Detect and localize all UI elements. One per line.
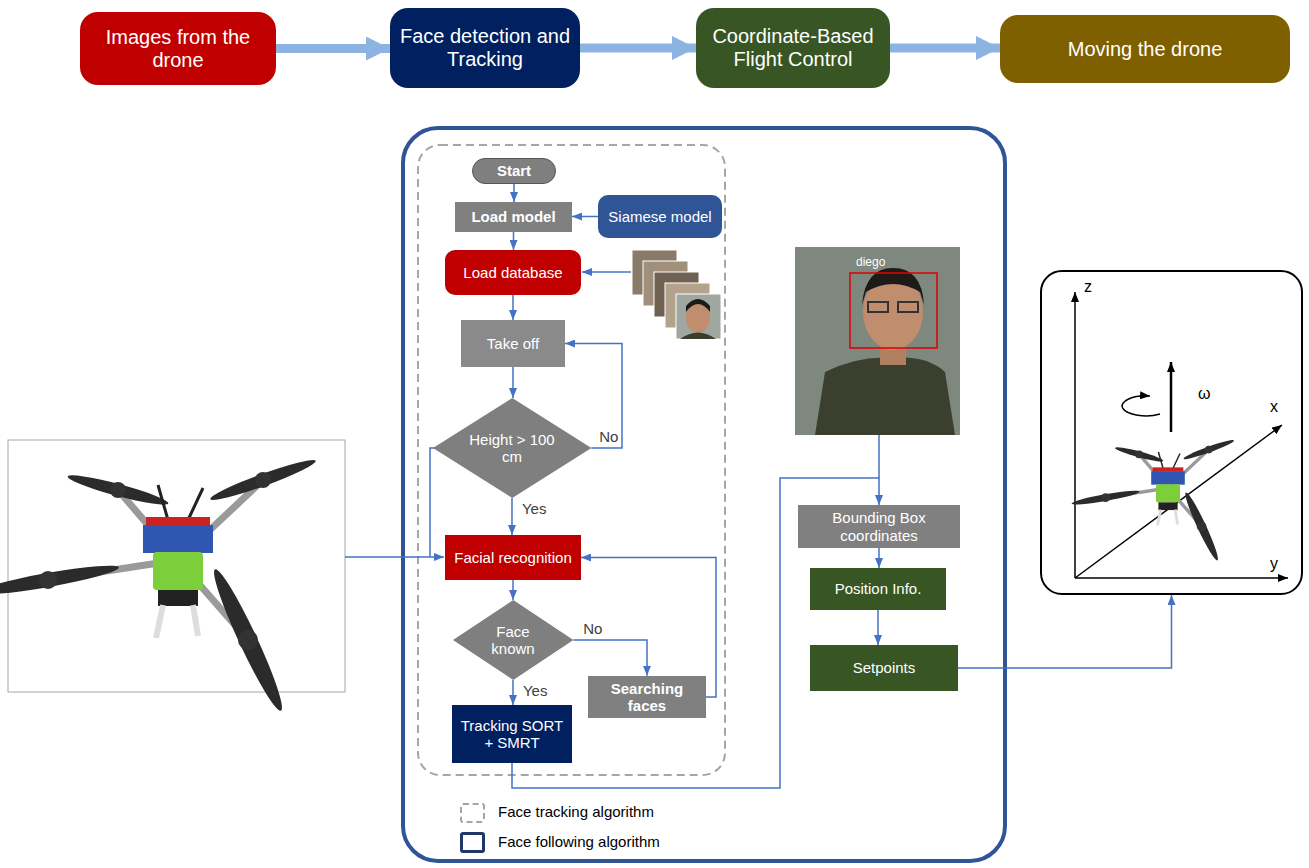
process-box: Setpoints [810,645,958,691]
decision-diamond: Height > 100 cm [433,398,591,498]
axes-figure [1071,292,1288,578]
legend-swatch [460,803,485,823]
flow-arrow [513,184,515,202]
axis-label: ω [1198,385,1211,403]
flow-arrow [878,548,880,568]
node-text: Bounding Box coordinates [806,509,952,544]
flow-arrow [573,640,647,676]
process-box: Tracking SORT + SMRT [452,705,572,763]
stage-arrow [276,44,390,53]
stage-arrow [890,44,1000,53]
edge-label: No [581,620,604,637]
model-box: Siamese model [598,195,722,238]
node-text: Height > 100 cm [465,431,559,466]
axis-label: z [1084,278,1092,296]
flow-arrow [511,498,513,535]
process-box: Searching faces [588,676,706,719]
diamond-shape [433,398,591,498]
axes-frame: z ω x y [1040,270,1303,595]
feed-line [430,448,436,557]
tracking-frame [418,145,725,775]
process-box: Take off [461,320,565,367]
axis-label: y [1270,555,1278,573]
legend-swatch [460,832,485,853]
process-box: Load database [445,250,581,295]
node-text: Searching faces [594,680,700,715]
photo-line [878,435,880,478]
edge-label: Yes [520,500,548,517]
node-text: Face detection and Tracking [398,25,572,71]
process-box: Facial recognition [445,535,581,580]
axis-label: x [1270,398,1278,416]
node-text: Tracking SORT + SMRT [458,717,566,752]
stage-box: Coordinate-Based Flight Control [696,8,890,88]
database-arrow [582,271,631,273]
stage-box: Images from the drone [80,12,276,85]
start-terminal: Start [472,158,556,184]
legend-text: Face following algorithm [498,833,660,851]
legend-text: Face tracking algorithm [498,803,654,821]
flow-arrow [958,595,1172,668]
diamond-shape [453,600,573,680]
stage-arrow [580,44,696,53]
edge-label: No [597,428,620,445]
stage-box: Face detection and Tracking [390,8,580,88]
node-text: Start [497,162,531,179]
edge-label: Yes [521,682,549,699]
flow-arrow [512,680,514,705]
flow-arrow [512,367,514,398]
node-text: Load database [463,264,562,281]
drone-photo [0,440,345,714]
decision-diamond: Face known [453,600,573,680]
node-text: Coordinate-Based Flight Control [706,25,880,71]
node-text: Load model [471,208,555,225]
node-text: Images from the drone [90,26,266,72]
node-text: Moving the drone [1068,38,1223,61]
face-stack [632,250,721,339]
flow-arrow [513,232,515,250]
node-text: Face known [478,623,549,658]
image-feed-arrow [345,556,444,558]
flow-arrow [512,295,514,320]
process-box: Position Info. [810,568,946,610]
name-tag: diego [856,256,885,270]
face-photo [795,247,960,435]
node-text: Facial recognition [454,549,572,566]
node-text: Siamese model [608,208,711,225]
flow-arrow [877,610,879,645]
process-box: Bounding Box coordinates [798,505,960,548]
node-text: Setpoints [853,659,916,676]
flow-arrow [565,344,622,449]
following-frame [403,128,1005,861]
process-box: Load model [455,202,572,232]
node-text: Take off [487,335,539,352]
stage-box: Moving the drone [1000,15,1290,83]
node-text: Position Info. [835,580,922,597]
flow-arrow [572,216,598,218]
flow-arrow [512,580,514,600]
